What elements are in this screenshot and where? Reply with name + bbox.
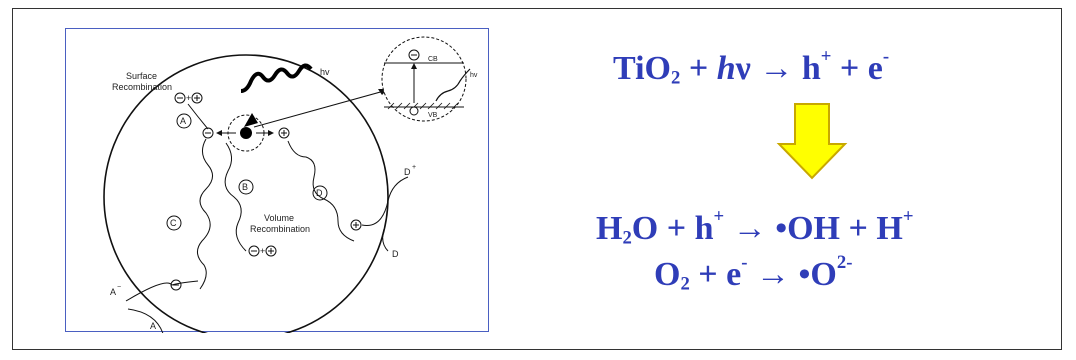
acceptor-label: A [150, 321, 156, 331]
hole-arrow-head [268, 130, 274, 136]
volume-recombination-label-2: Recombination [250, 224, 310, 234]
path-b-wave [224, 142, 247, 252]
electron-charge: - [882, 46, 890, 68]
path-c-label: C [170, 218, 177, 228]
path-a-curve [187, 103, 209, 130]
path-d-wave [287, 140, 355, 242]
donor-curve [361, 176, 409, 226]
down-arrow-icon [776, 103, 848, 180]
plus-sign: + [658, 210, 695, 247]
surface-recombination-label-1: Surface [126, 71, 157, 81]
donor-tail [382, 228, 389, 252]
water-o: O [631, 210, 659, 247]
tio2-subscript: 2 [670, 67, 681, 89]
inset-light [435, 68, 471, 102]
hydroxyl-radical: •OH [775, 210, 840, 247]
plus-sign: + [840, 210, 877, 247]
path-a-label: A [180, 116, 186, 126]
plus-sign: + [689, 256, 727, 293]
frequency-nu: ν [735, 50, 751, 87]
inset-pointer [253, 90, 385, 128]
acceptor-tail [127, 308, 164, 333]
reaction-arrow: → [724, 210, 776, 247]
electron-charge: - [741, 252, 748, 274]
planck-h: h [716, 50, 736, 87]
path-d-label: D [316, 188, 323, 198]
diagram-drawing: hv Surface Recombination + A B C D [103, 36, 478, 333]
reaction-arrow: → [747, 256, 799, 293]
acceptor-ion-label: A [110, 287, 116, 297]
surface-plus: + [186, 93, 191, 103]
acceptor-ion-charge: − [117, 284, 121, 291]
excitation-arrow-head [411, 63, 417, 69]
path-b-marker [238, 179, 254, 195]
hole-symbol: h [801, 50, 821, 87]
oxygen-subscript: 2 [680, 273, 690, 295]
electron-arrow-head [216, 130, 222, 136]
incident-light-head [244, 113, 258, 127]
hole-symbol: h [694, 210, 714, 247]
superoxide-charge: 2- [836, 252, 853, 274]
path-d-marker [312, 185, 328, 201]
surface-recombination-label-2: Recombination [112, 82, 172, 92]
path-c-wave [197, 138, 213, 290]
down-arrow-shape [776, 103, 848, 180]
plus-sign: + [680, 50, 717, 87]
proton-symbol: H [876, 210, 903, 247]
inset-hole [409, 106, 419, 116]
hole-charge: + [713, 206, 725, 228]
valence-band-hatch [387, 102, 459, 110]
tio2-particle [103, 54, 389, 333]
hv-main-label: hv [320, 67, 330, 77]
superoxide-equation: O2 + e- → •O2- [654, 253, 852, 295]
donor-ion-label: D [404, 167, 411, 177]
path-b-label: B [242, 182, 248, 192]
cb-label: CB [428, 56, 438, 63]
donor-ion-charge: + [412, 164, 416, 171]
water-subscript: 2 [622, 227, 632, 249]
path-a-marker [176, 113, 192, 129]
electron-symbol: e [867, 50, 883, 87]
water-h: H [596, 210, 623, 247]
hydroxyl-radical-equation: H2O + h+ → •OH + H+ [596, 207, 913, 249]
volume-recombination-label-1: Volume [264, 213, 294, 223]
tio2-symbol: TiO [613, 50, 671, 87]
superoxide-radical: •O [798, 256, 837, 293]
electron-symbol: e [726, 256, 742, 293]
photocatalysis-diagram: hv Surface Recombination + A B C D [65, 28, 489, 333]
hv-inset-label: hv [470, 72, 478, 79]
proton-charge: + [902, 206, 914, 228]
band-inset [381, 36, 467, 122]
incident-light [240, 63, 313, 93]
vb-label: VB [428, 112, 438, 119]
reaction-arrow: → [750, 50, 802, 87]
path-c-marker [166, 215, 182, 231]
excitation-center [240, 127, 252, 139]
photoexcitation-equation: TiO2 + hν → h+ + e- [613, 47, 889, 89]
acceptor-curve [125, 280, 199, 302]
plus-sign: + [831, 50, 868, 87]
volume-plus: + [260, 246, 265, 256]
donor-label: D [392, 249, 399, 259]
hole-charge: + [820, 46, 832, 68]
oxygen-symbol: O [654, 256, 681, 293]
